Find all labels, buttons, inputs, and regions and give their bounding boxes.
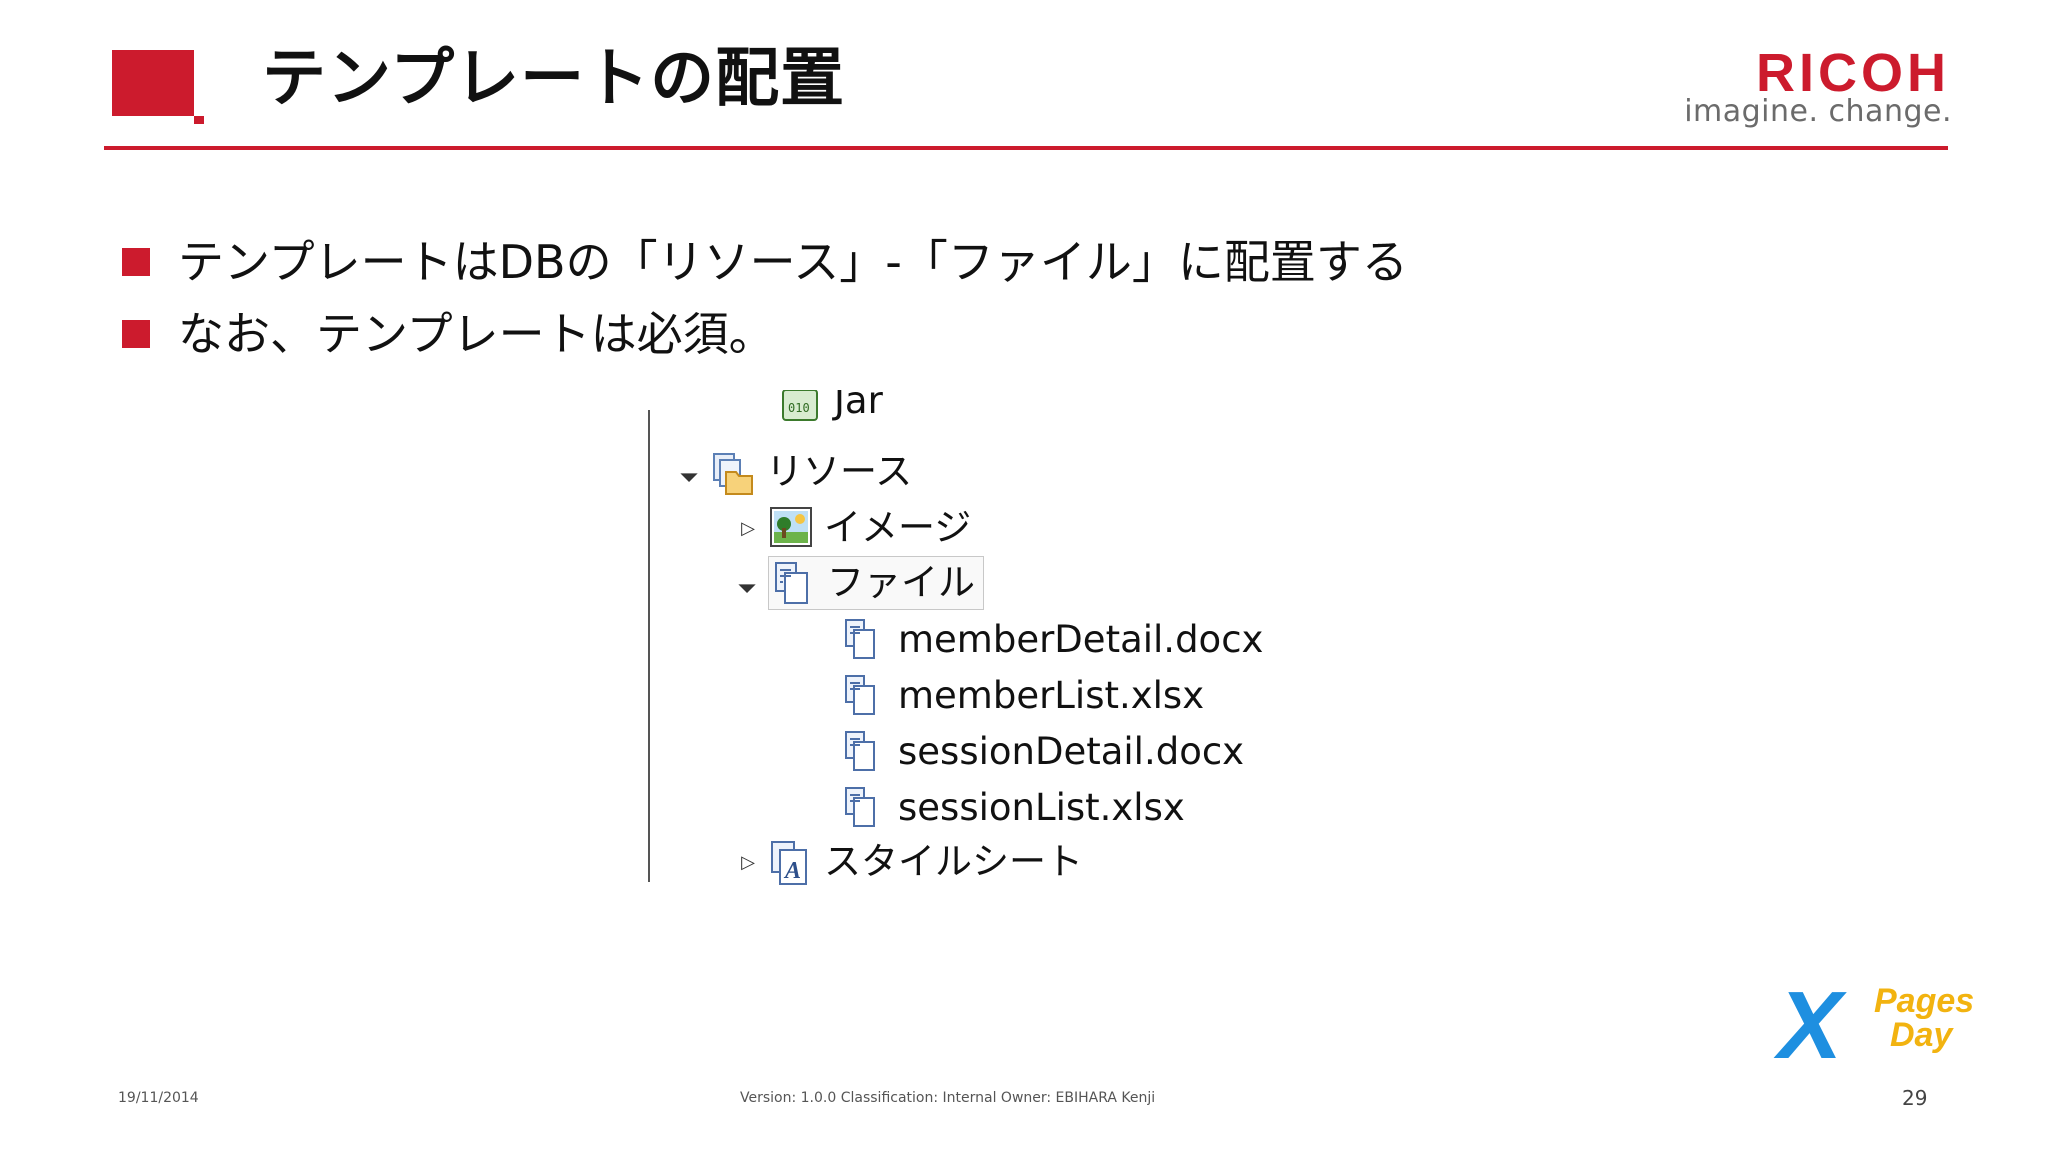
bullet-item: なお、テンプレートは必須。 xyxy=(122,298,1408,370)
xpd-x-mark: X xyxy=(1778,972,1843,1079)
title-marker xyxy=(112,50,204,124)
tree-item-resources[interactable]: ◢ リソース xyxy=(678,446,912,498)
tree-item-label: sessionList.xlsx xyxy=(898,786,1185,829)
ricoh-logo: RICOH imagine. change. xyxy=(1660,44,1952,134)
bullet-item: テンプレートはDBの「リソース」-「ファイル」に配置する xyxy=(122,226,1408,298)
xpd-line1: Pages xyxy=(1874,982,1975,1020)
xpages-day-logo: X Pages Day xyxy=(1778,978,1992,1074)
tree-item-file[interactable]: sessionDetail.docx xyxy=(844,726,1244,778)
tree-item-label: sessionDetail.docx xyxy=(898,730,1245,773)
file-icon xyxy=(844,618,884,662)
svg-text:A: A xyxy=(783,858,801,884)
expanded-arrow-icon[interactable]: ◢ xyxy=(678,460,702,484)
tree-item-file[interactable]: memberDetail.docx xyxy=(844,614,1263,666)
resources-folder-icon xyxy=(712,450,753,495)
xpd-line2: Day xyxy=(1890,1016,1953,1054)
tree-item-files[interactable]: ◢ ファイル xyxy=(736,554,984,612)
tree-guide-line xyxy=(648,410,650,882)
header-divider xyxy=(104,146,1948,150)
footer-meta: Version: 1.0.0 Classification: Internal … xyxy=(740,1090,1156,1106)
page-title: テンプレートの配置 xyxy=(262,42,846,116)
tree-item-label: ファイル xyxy=(827,561,975,604)
image-icon xyxy=(770,506,812,550)
bullet-square-icon xyxy=(122,248,150,276)
svg-text:010: 010 xyxy=(788,401,810,415)
file-icon xyxy=(844,730,884,774)
tree-item-file[interactable]: memberList.xlsx xyxy=(844,670,1204,722)
bullet-square-icon xyxy=(122,320,150,348)
page-number: 29 xyxy=(1902,1086,1928,1110)
file-icon xyxy=(844,786,884,830)
tree-item-label: memberDetail.docx xyxy=(898,618,1264,661)
files-icon xyxy=(773,561,813,605)
expanded-arrow-icon[interactable]: ◢ xyxy=(736,571,760,595)
stylesheet-icon: A xyxy=(770,840,810,885)
collapsed-arrow-icon[interactable]: ▷ xyxy=(741,517,755,539)
logo-wordmark: RICOH xyxy=(1756,43,1950,103)
tree-item-label: イメージ xyxy=(824,506,972,549)
tree-item-jar[interactable]: 010 Jar xyxy=(780,390,883,426)
logo-tagline: imagine. change. xyxy=(1684,94,1952,129)
selected-highlight[interactable]: ファイル xyxy=(768,556,984,610)
tree-item-file[interactable]: sessionList.xlsx xyxy=(844,782,1185,834)
tree-item-label: スタイルシート xyxy=(824,840,1083,883)
file-icon xyxy=(844,674,884,718)
bullet-text: テンプレートはDBの「リソース」-「ファイル」に配置する xyxy=(178,235,1408,289)
bullet-text: なお、テンプレートは必須。 xyxy=(178,307,775,361)
bullet-list: テンプレートはDBの「リソース」-「ファイル」に配置する なお、テンプレートは必… xyxy=(122,226,1408,370)
collapsed-arrow-icon[interactable]: ▷ xyxy=(741,851,755,873)
resource-tree: 010 Jar ◢ リソース ▷ イメ xyxy=(648,390,1288,885)
tree-item-image[interactable]: ▷ イメージ xyxy=(736,502,971,554)
footer-date: 19/11/2014 xyxy=(118,1090,199,1106)
jar-icon: 010 xyxy=(780,390,820,426)
tree-item-label: memberList.xlsx xyxy=(898,674,1205,717)
tree-item-label: Jar xyxy=(834,390,883,422)
tree-item-stylesheet[interactable]: ▷ A スタイルシート xyxy=(736,836,1083,888)
tree-item-label: リソース xyxy=(766,450,913,493)
